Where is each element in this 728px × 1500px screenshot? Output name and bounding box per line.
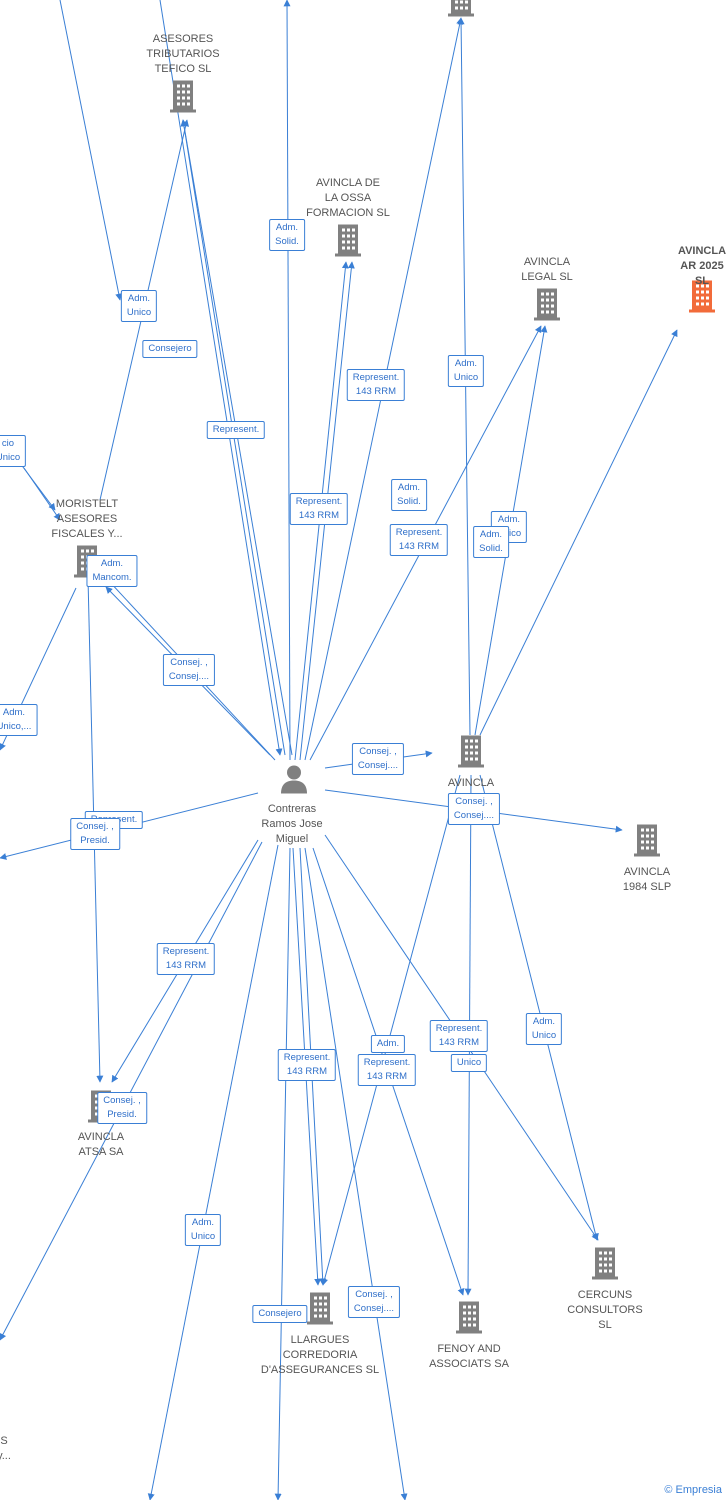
edge-label[interactable]: Represent. 143 RRM bbox=[156, 943, 216, 975]
edge-label[interactable]: Adm. Solid. bbox=[473, 526, 509, 558]
edge-label[interactable]: Represent. 143 RRM bbox=[357, 1054, 417, 1086]
edge-label[interactable]: Consej. , Consej.... bbox=[347, 1286, 401, 1318]
relation-edge bbox=[274, 847, 291, 1500]
copyright: © Empresia bbox=[664, 1484, 722, 1496]
building-icon[interactable] bbox=[170, 79, 196, 118]
relation-edge bbox=[321, 774, 461, 1286]
edge-label[interactable]: Consejero bbox=[252, 1305, 308, 1323]
company-label-llargues[interactable]: LLARGUES CORREDORIA D'ASSEGURANCES SL bbox=[260, 1334, 380, 1376]
building-icon[interactable] bbox=[458, 734, 484, 773]
person-icon[interactable] bbox=[279, 764, 309, 799]
company-label-cercuns[interactable]: CERCUNS CONSULTORS SL bbox=[567, 1289, 643, 1331]
edge-label[interactable]: Adm. Unico bbox=[447, 355, 485, 387]
edge-label[interactable]: Represent. bbox=[206, 421, 266, 439]
building-icon[interactable] bbox=[456, 1300, 482, 1339]
building-icon[interactable] bbox=[634, 823, 660, 862]
company-label-avincla-ossa[interactable]: AVINCLA DE LA OSSA FORMACION SL bbox=[306, 177, 390, 219]
building-icon[interactable] bbox=[448, 0, 474, 22]
edge-label[interactable]: Represent. 143 RRM bbox=[277, 1049, 337, 1081]
company-label-avincla-atsa[interactable]: AVINCLA ATSA SA bbox=[77, 1131, 125, 1158]
edge-label[interactable]: Represent. 143 RRM bbox=[429, 1020, 489, 1052]
building-icon[interactable] bbox=[592, 1246, 618, 1285]
company-label-avincla-legal[interactable]: AVINCLA LEGAL SL bbox=[521, 256, 573, 283]
relation-edge bbox=[159, 0, 283, 756]
building-icon[interactable] bbox=[689, 279, 715, 318]
relation-edge bbox=[147, 844, 279, 1500]
building-icon[interactable] bbox=[335, 223, 361, 262]
edge-label[interactable]: Represent. 143 RRM bbox=[389, 524, 449, 556]
edge-label[interactable]: Adm. bbox=[370, 1035, 406, 1053]
relation-edge bbox=[304, 847, 408, 1500]
company-label-avincla-1984[interactable]: AVINCLA 1984 SLP bbox=[622, 866, 672, 893]
edge-label[interactable]: Adm. Mancom. bbox=[86, 555, 138, 587]
relation-edge bbox=[59, 0, 123, 301]
relation-edge bbox=[283, 0, 291, 761]
edge-label[interactable]: Adm. Unico bbox=[525, 1013, 563, 1045]
building-icon[interactable] bbox=[534, 287, 560, 326]
edge-label[interactable]: Adm. Unico,... bbox=[0, 704, 38, 736]
edge-label[interactable]: Consej. , Presid. bbox=[70, 818, 120, 850]
company-label-moristelt[interactable]: MORISTELT ASESORES FISCALES Y... bbox=[51, 498, 123, 540]
edge-label[interactable]: Unico bbox=[450, 1054, 488, 1072]
edge-label[interactable]: cio Unico bbox=[0, 435, 27, 467]
company-label-bottom-left[interactable]: S y... bbox=[0, 1435, 11, 1462]
edge-label[interactable]: Adm. Unico bbox=[184, 1214, 222, 1246]
edge-label[interactable]: Represent. 143 RRM bbox=[346, 369, 406, 401]
edge-label[interactable]: Adm. Unico bbox=[120, 290, 158, 322]
relation-edge bbox=[479, 329, 678, 736]
edge-label[interactable]: Consej. , Presid. bbox=[97, 1092, 147, 1124]
edge-label[interactable]: Consejero bbox=[142, 340, 198, 358]
building-icon[interactable] bbox=[307, 1291, 333, 1330]
person-name[interactable]: Contreras Ramos Jose Miguel bbox=[261, 803, 323, 845]
company-label-avincla-ar[interactable]: AVINCLA AR 2025 SL bbox=[677, 245, 727, 287]
edge-label[interactable]: Represent. 143 RRM bbox=[289, 493, 349, 525]
edge-label[interactable]: Consej. , Consej.... bbox=[351, 743, 405, 775]
edge-label[interactable]: Adm. Solid. bbox=[269, 219, 305, 251]
company-label-asesores-trib[interactable]: ASESORES TRIBUTARIOS TEFICO SL bbox=[146, 33, 220, 75]
relation-edge bbox=[19, 462, 56, 511]
edge-label[interactable]: Adm. Solid. bbox=[391, 479, 427, 511]
company-label-fenoy[interactable]: FENOY AND ASSOCIATS SA bbox=[429, 1343, 509, 1370]
relation-edge bbox=[479, 774, 599, 1241]
relation-edge bbox=[0, 841, 263, 1341]
edge-label[interactable]: Consej. , Consej.... bbox=[447, 793, 501, 825]
edge-label[interactable]: Consej. , Consej.... bbox=[162, 654, 216, 686]
